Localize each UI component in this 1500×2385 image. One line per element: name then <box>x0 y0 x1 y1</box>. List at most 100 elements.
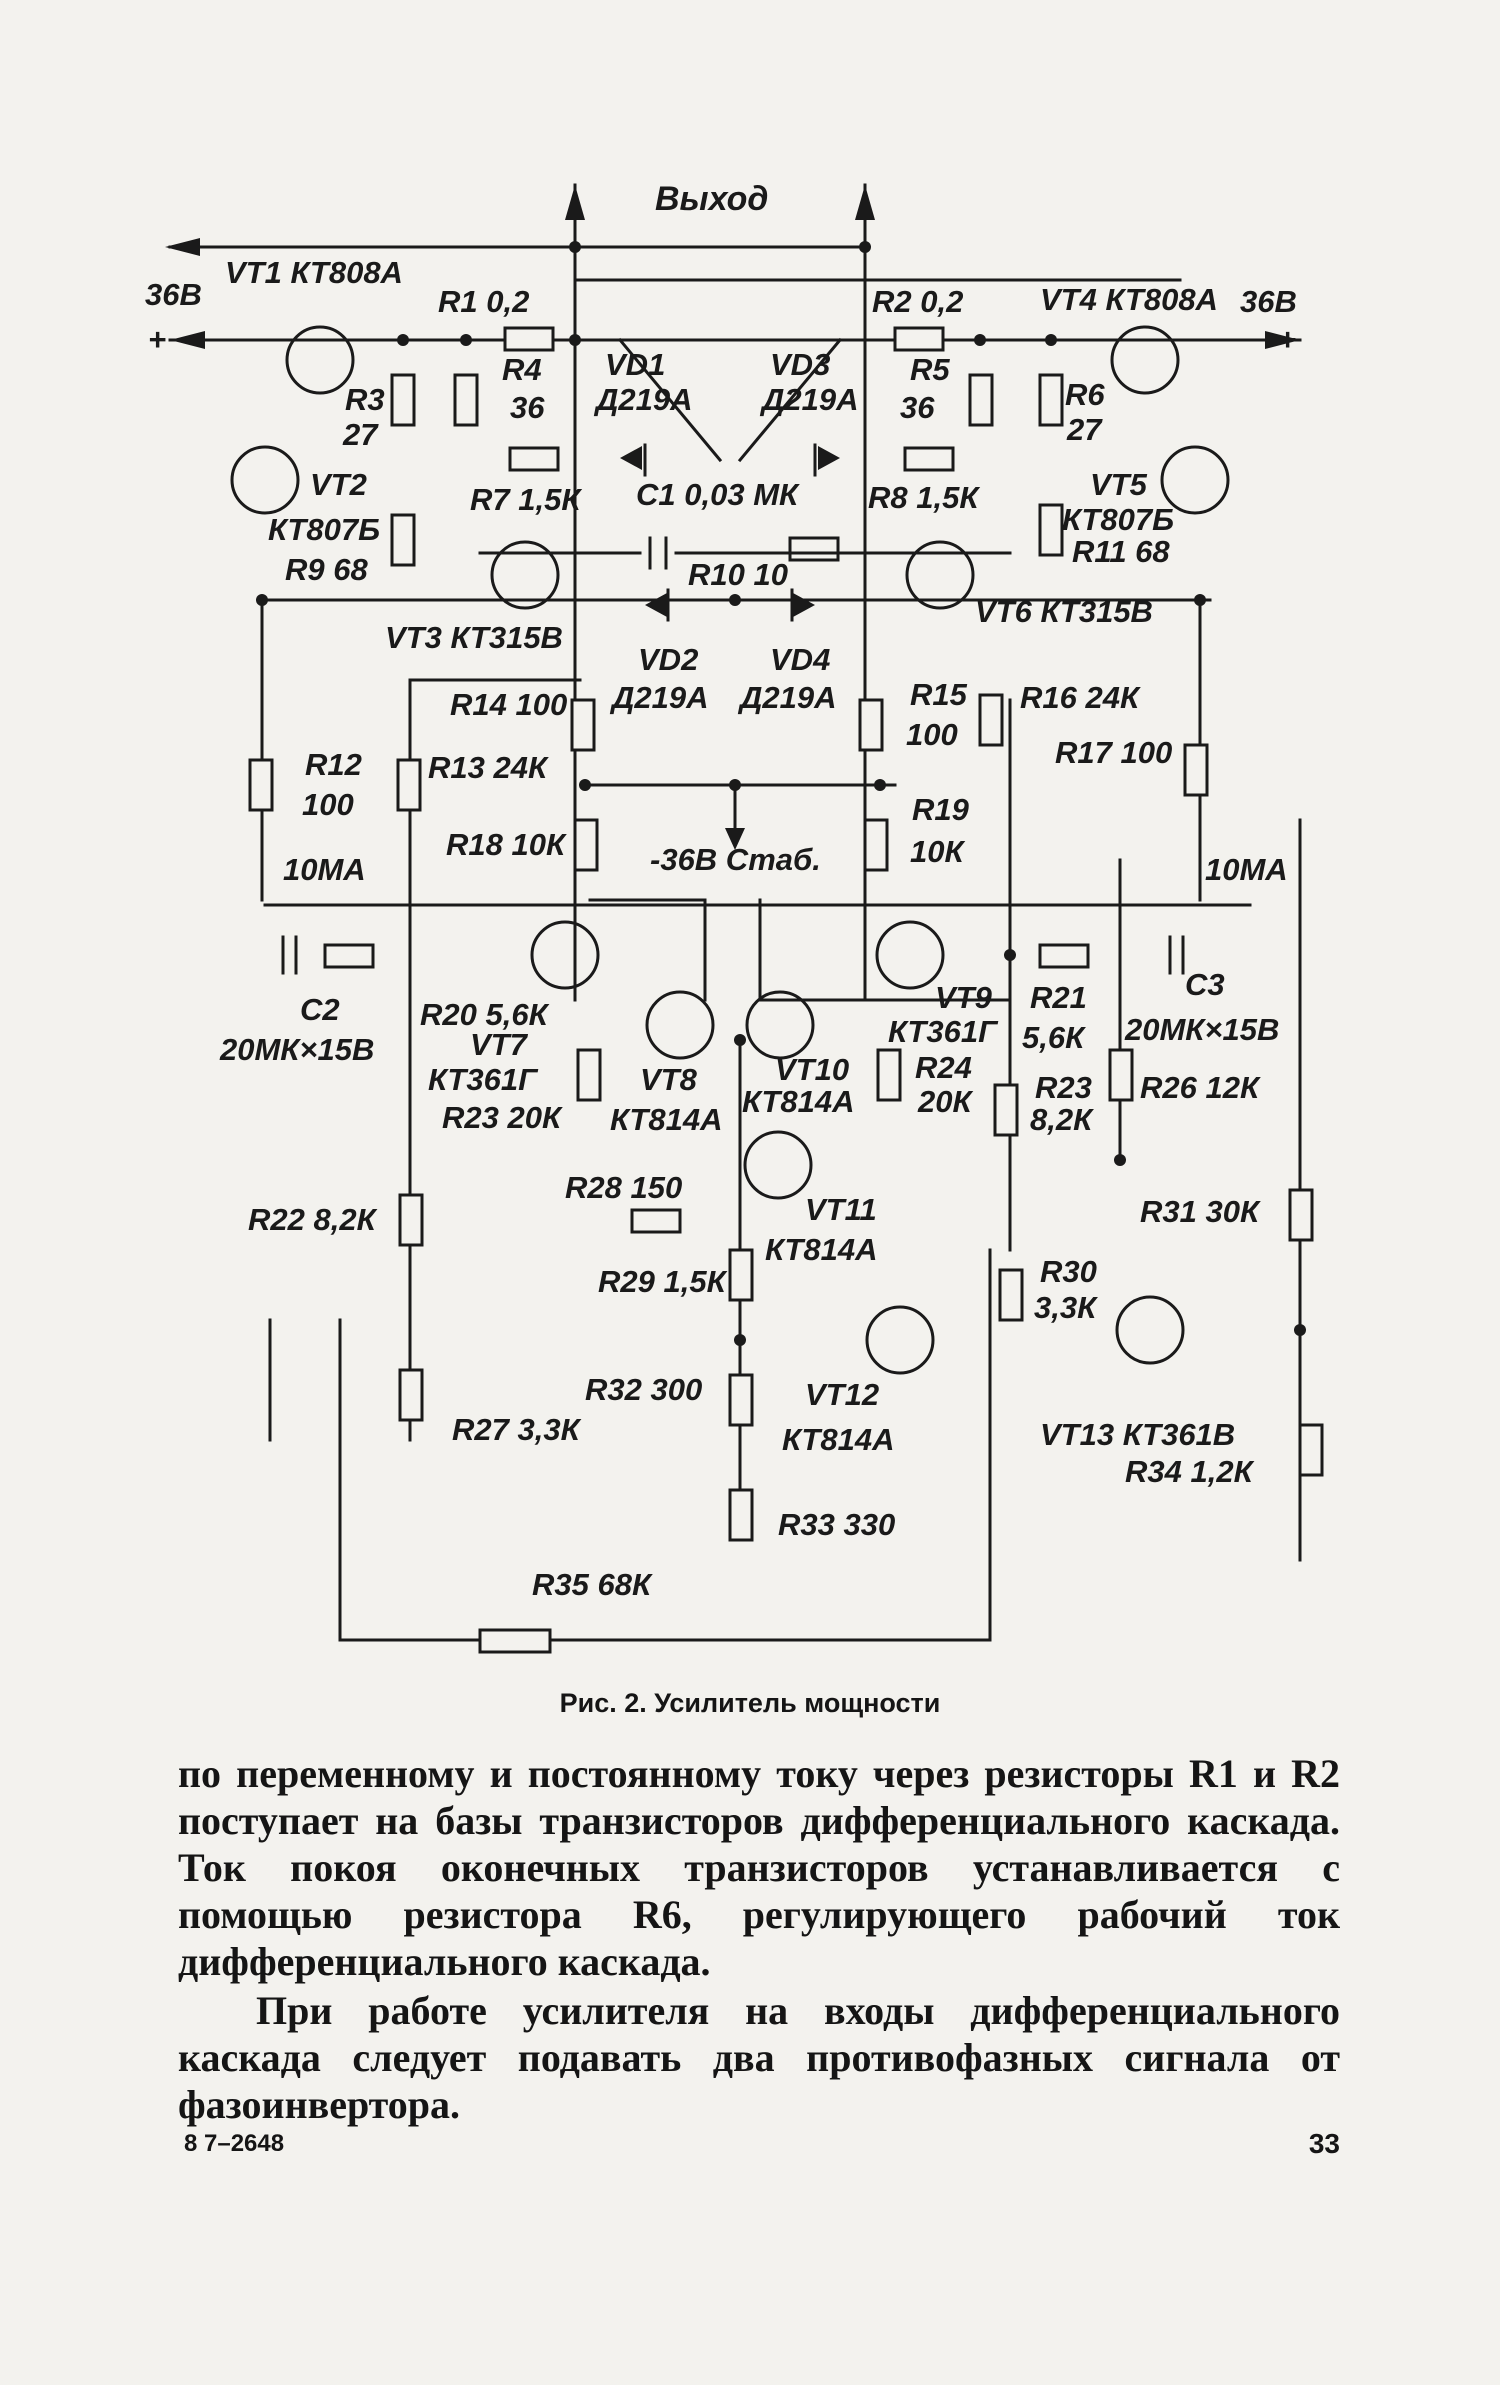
label-r35: R35 68К <box>532 1567 653 1602</box>
label-r6: R6 <box>1065 377 1105 412</box>
label-r12: R12 <box>305 747 362 782</box>
label-vt8: VT8 <box>640 1062 698 1097</box>
paragraph-2: При работе усилителя на входы дифференци… <box>178 1988 1340 2127</box>
label-r1: R1 0,2 <box>438 284 529 319</box>
label-r29: R29 1,5К <box>598 1264 728 1299</box>
label-r27: R27 3,3К <box>452 1412 582 1447</box>
label-c1: C1 0,03 МК <box>636 477 800 512</box>
label-vt1: VT1 КТ808А <box>225 255 403 290</box>
label-r13: R13 24К <box>428 750 549 785</box>
stab-voltage-label: -36В Стаб. <box>650 842 821 877</box>
bus-wires <box>260 598 1302 1562</box>
transistors <box>230 325 1230 1375</box>
label-r19: R19 <box>912 792 970 827</box>
label-r3: R3 <box>345 382 385 417</box>
label-r33: R33 330 <box>778 1507 895 1542</box>
label-r5: R5 <box>910 352 950 387</box>
label-r5-value: 36 <box>900 390 935 425</box>
label-r24: R24 <box>915 1050 972 1085</box>
label-r30: R30 <box>1040 1254 1097 1289</box>
label-r23-right: R23 <box>1035 1070 1092 1105</box>
component-labels: VT1 КТ808А R1 0,2 VD1 Д219А VD3 Д219А R2… <box>219 255 1279 1602</box>
label-r19-value: 10К <box>910 834 965 869</box>
label-r28: R28 150 <box>565 1170 682 1205</box>
printer-signature: 8 7–2648 <box>184 2130 285 2157</box>
label-vt5-type: КТ807Б <box>1062 502 1174 537</box>
label-vt7-type: КТ361Г <box>428 1062 539 1097</box>
label-r3-value: 27 <box>342 417 379 452</box>
label-vt5: VT5 <box>1090 467 1148 502</box>
label-r6-value: 27 <box>1066 412 1103 447</box>
label-c3-value: 20МК×15В <box>1124 1012 1279 1047</box>
label-vt12: VT12 <box>805 1377 879 1412</box>
label-r22: R22 8,2К <box>248 1202 378 1237</box>
current-left-label: 10МА <box>283 852 366 887</box>
label-c2: C2 <box>300 992 340 1027</box>
label-r11: R11 68 <box>1072 534 1170 569</box>
output-label: Выход <box>655 180 768 218</box>
output-terminal <box>165 183 1182 1002</box>
supply-left-plus: + <box>148 322 166 357</box>
label-r31: R31 30К <box>1140 1194 1261 1229</box>
label-r15: R15 <box>910 677 968 712</box>
label-vd4-type: Д219А <box>737 680 837 715</box>
label-r26: R26 12К <box>1140 1070 1261 1105</box>
label-vt9-type: КТ361Г <box>888 1014 999 1049</box>
page-number: 33 <box>1308 2128 1340 2159</box>
label-r18: R18 10К <box>446 827 567 862</box>
label-r30-value: 3,3К <box>1034 1290 1098 1325</box>
label-vt2-type: КТ807Б <box>268 512 380 547</box>
label-vt10: VT10 <box>775 1052 849 1087</box>
label-r21: R21 <box>1030 980 1087 1015</box>
label-vd2: VD2 <box>638 642 698 677</box>
label-r4-value: 36 <box>510 390 545 425</box>
label-vt11: VT11 <box>805 1192 877 1227</box>
label-vd3-type: Д219А <box>759 382 859 417</box>
label-r32: R32 300 <box>585 1372 702 1407</box>
label-vt2: VT2 <box>310 467 367 502</box>
power-amplifier-schematic: Выход 36В 36В + + -36В Стаб. 10МА 10МА <box>145 180 1324 1654</box>
label-vt3: VT3 КТ315В <box>385 620 563 655</box>
label-vt7: VT7 <box>470 1027 529 1062</box>
label-r8: R8 1,5К <box>868 480 980 515</box>
label-vt11-type: КТ814А <box>765 1232 877 1267</box>
label-r23-left: R23 20К <box>442 1100 563 1135</box>
label-r4: R4 <box>502 352 542 387</box>
label-r16: R16 24К <box>1020 680 1141 715</box>
label-r17: R17 100 <box>1055 735 1172 770</box>
supply-right-voltage: 36В <box>1240 284 1297 319</box>
junction-dots <box>256 241 1306 1346</box>
label-c2-value: 20МК×15В <box>219 1032 374 1067</box>
label-vd2-type: Д219А <box>609 680 709 715</box>
label-vd3: VD3 <box>770 347 830 382</box>
paragraph-1: по переменному и постоянному току через … <box>178 1751 1340 1984</box>
body-text: по переменному и постоянному току через … <box>178 1750 1340 2128</box>
current-right-label: 10МА <box>1205 852 1288 887</box>
label-r15-value: 100 <box>906 717 958 752</box>
label-vd4: VD4 <box>770 642 830 677</box>
label-r24-value: 20К <box>917 1084 973 1119</box>
label-r7: R7 1,5К <box>470 482 582 517</box>
label-r34: R34 1,2К <box>1125 1454 1255 1489</box>
label-r14: R14 100 <box>450 687 567 722</box>
label-c3: C3 <box>1185 967 1225 1002</box>
label-vt10-type: КТ814А <box>742 1084 854 1119</box>
label-vt13: VT13 КТ361В <box>1040 1417 1235 1452</box>
supply-left-voltage: 36В <box>145 277 202 312</box>
label-vt9: VT9 <box>935 980 993 1015</box>
label-vt12-type: КТ814А <box>782 1422 894 1457</box>
label-r20: R20 5,6К <box>420 997 550 1032</box>
label-vt4: VT4 КТ808А <box>1040 282 1218 317</box>
figure-caption: Рис. 2. Усилитель мощности <box>559 1688 941 1718</box>
supply-right-plus: + <box>1278 322 1296 357</box>
label-r23-right-value: 8,2К <box>1030 1102 1094 1137</box>
label-vt8-type: КТ814А <box>610 1102 722 1137</box>
label-r21-value: 5,6К <box>1022 1020 1086 1055</box>
label-r10: R10 10 <box>688 557 788 592</box>
resistors <box>248 326 1324 1654</box>
label-vd1: VD1 <box>605 347 665 382</box>
label-vd1-type: Д219А <box>593 382 693 417</box>
label-r9: R9 68 <box>285 552 368 587</box>
label-vt6: VT6 КТ315В <box>975 594 1153 629</box>
label-r12-value: 100 <box>302 787 354 822</box>
